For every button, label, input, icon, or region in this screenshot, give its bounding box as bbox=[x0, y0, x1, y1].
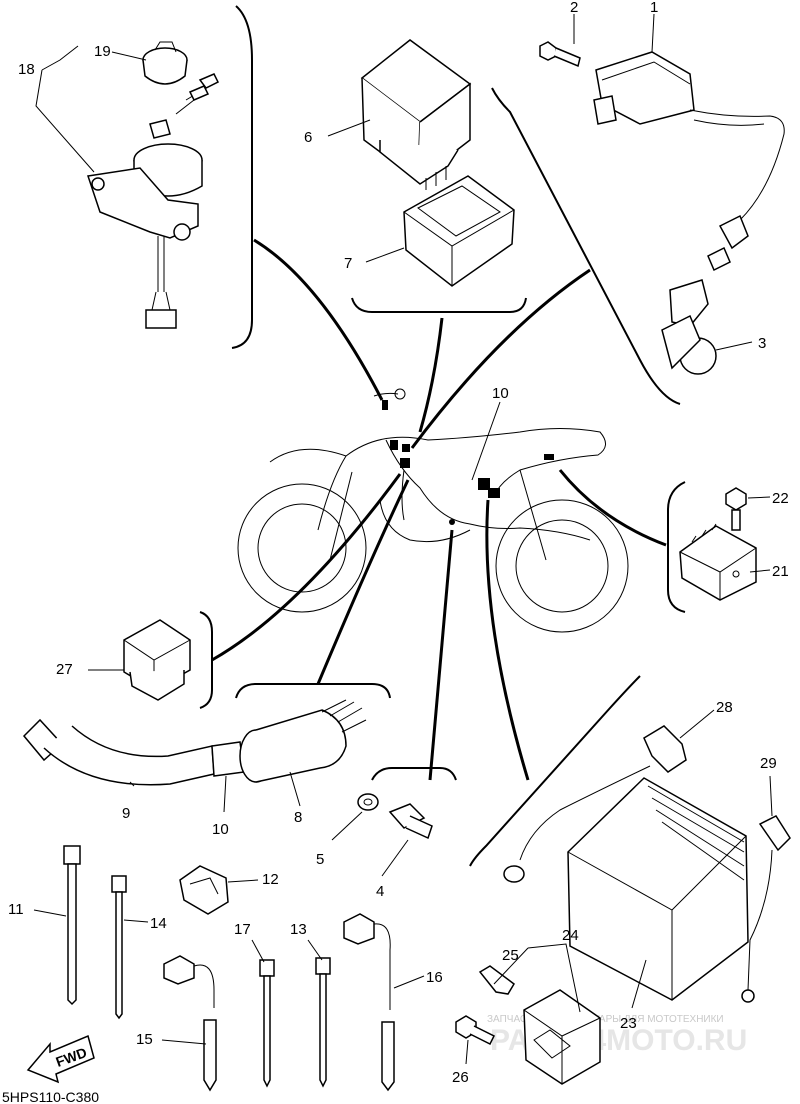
callout-6: 6 bbox=[304, 129, 312, 146]
callout-16: 16 bbox=[426, 969, 443, 986]
part-18-main-switch bbox=[87, 73, 220, 329]
callout-24: 24 bbox=[562, 927, 579, 944]
callout-12: 12 bbox=[262, 871, 279, 888]
location-leaders bbox=[211, 238, 667, 781]
callout-3: 3 bbox=[758, 335, 766, 352]
part-25-fuse bbox=[478, 965, 515, 995]
callout-27: 27 bbox=[56, 661, 73, 678]
callout-11: 11 bbox=[8, 901, 24, 918]
callout-2: 2 bbox=[570, 0, 578, 16]
part-22-bolt bbox=[725, 487, 747, 531]
part-23-battery bbox=[567, 777, 749, 1001]
part-3-plug-cap bbox=[661, 214, 749, 375]
part-6-relay bbox=[360, 39, 472, 190]
part-9-boot bbox=[22, 718, 215, 786]
part-15-connector bbox=[163, 955, 217, 1092]
part-27-relay bbox=[123, 619, 191, 701]
part-8-harness bbox=[239, 699, 367, 783]
diagram-code: 5HPS110-C380 bbox=[2, 1089, 99, 1104]
callout-13: 13 bbox=[290, 921, 307, 938]
callout-22: 22 bbox=[772, 490, 789, 507]
part-29-battery-cable bbox=[741, 815, 791, 1003]
part-16-connector bbox=[343, 913, 395, 1092]
callout-23: 23 bbox=[620, 1015, 637, 1032]
callout-7: 7 bbox=[344, 255, 352, 272]
callout-1: 1 bbox=[650, 0, 658, 16]
part-5-washer bbox=[357, 793, 379, 811]
fwd-arrow: FWD bbox=[26, 1034, 95, 1084]
callout-5: 5 bbox=[316, 851, 324, 868]
callout-4: 4 bbox=[376, 883, 384, 900]
part-7-relay-holder bbox=[403, 175, 515, 287]
callout-15: 15 bbox=[136, 1031, 153, 1048]
callout-29: 29 bbox=[760, 755, 777, 772]
callout-28: 28 bbox=[716, 699, 733, 716]
callout-8: 8 bbox=[294, 809, 302, 826]
callout-14: 14 bbox=[150, 915, 167, 932]
callout-10-b: 10 bbox=[212, 821, 229, 838]
part-24-fuse-box bbox=[523, 989, 601, 1085]
part-2-bolt bbox=[539, 41, 581, 68]
part-12-clamp bbox=[179, 865, 229, 915]
callout-9: 9 bbox=[122, 805, 130, 822]
part-10-tube bbox=[211, 741, 245, 777]
callout-18: 18 bbox=[18, 61, 35, 78]
part-28-battery-cable bbox=[503, 725, 687, 883]
part-21-rectifier bbox=[679, 523, 757, 601]
group-boundaries bbox=[199, 5, 686, 867]
callout-19: 19 bbox=[94, 43, 111, 60]
callout-10-a: 10 bbox=[492, 385, 509, 402]
callout-leaders bbox=[33, 13, 773, 1065]
part-1-ignition-coil bbox=[593, 51, 785, 221]
part-26-bolt bbox=[455, 1015, 496, 1046]
callout-25: 25 bbox=[502, 947, 519, 964]
cable-ties bbox=[63, 845, 331, 1088]
callout-26: 26 bbox=[452, 1069, 469, 1086]
callout-17: 17 bbox=[234, 921, 251, 938]
callout-21: 21 bbox=[772, 563, 789, 580]
watermark-text: ЗАПЧАСТИ И АКСЕССУАРЫ ДЛЯ МОТОТЕХНИКИ bbox=[487, 1014, 724, 1025]
part-4-sensor bbox=[388, 803, 433, 840]
part-19-cap bbox=[142, 41, 188, 85]
motorcycle-silhouette bbox=[237, 388, 629, 633]
callout-numbers: 1 2 3 4 5 6 7 8 9 10 10 11 12 13 14 15 1… bbox=[8, 0, 789, 1086]
